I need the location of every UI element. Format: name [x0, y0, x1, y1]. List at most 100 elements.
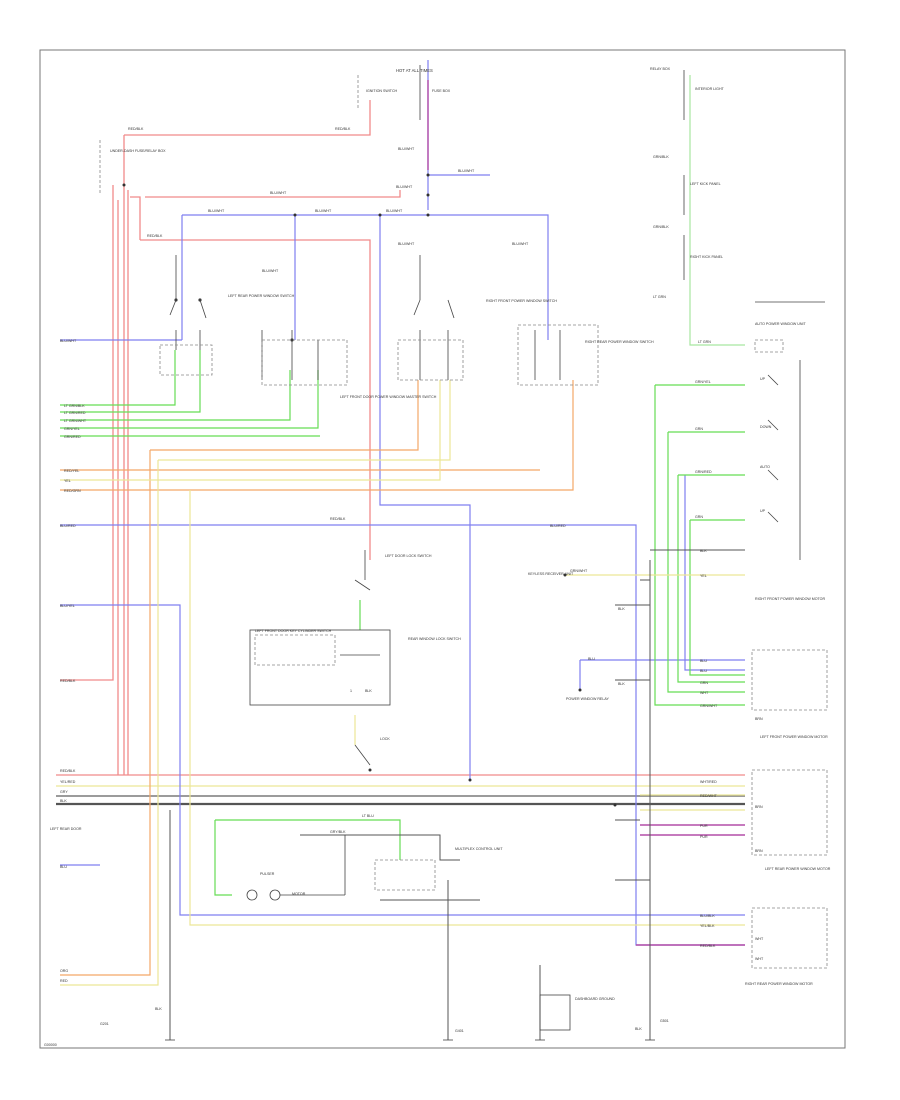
label-red-grn: RED/GRN [64, 489, 81, 493]
label-blk-6: BLK [635, 1027, 642, 1031]
label-keyless: KEYLESS RECEIVER UNIT [528, 572, 574, 576]
label-pur: PUR [700, 835, 708, 839]
label-red-blk-4: RED/BLK [60, 679, 76, 683]
label-up-1: UP [760, 377, 766, 381]
label-fuse-box: FUSE BOX [432, 89, 451, 93]
red-wires [60, 100, 401, 775]
label-lt-grn-blk: LT GRN/BLK [64, 404, 85, 408]
label-brn-r: BRN [755, 849, 763, 853]
label-right-rear-switch: RIGHT REAR POWER WINDOW SWITCH [585, 340, 654, 344]
label-rear-lock: REAR WINDOW LOCK SWITCH [408, 637, 461, 641]
label-multiplex: MULTIPLEX CONTROL UNIT [455, 847, 503, 851]
label-blu-r: BLU [700, 659, 707, 663]
label-wht-1: WHT [700, 691, 709, 695]
multiplex-unit-symbol [539, 994, 571, 1031]
label-n1: 1 [350, 689, 352, 693]
label-wht-3: WHT [755, 957, 764, 961]
right-front-switch-symbol [397, 255, 464, 381]
label-blu-wht-4: BLU/WHT [396, 185, 413, 189]
junction-dots [122, 173, 617, 807]
label-yel-red: YEL/RED [60, 780, 76, 784]
label-interior-light: INTERIOR LIGHT [695, 87, 725, 91]
label-right-front-switch: LEFT REAR POWER WINDOW SWITCH [228, 294, 295, 298]
pulser-box-symbol [246, 835, 436, 901]
label-blk-2b: BLK [365, 689, 372, 693]
label-lt-grn-wht: LT GRN/WHT [64, 419, 87, 423]
label-right-front-pw-switch: RIGHT FRONT POWER WINDOW SWITCH [486, 299, 557, 303]
yellow-wires [60, 380, 745, 986]
label-up-2: UP [760, 509, 766, 513]
label-wht-red-r: WHT/RED [700, 780, 717, 784]
label-blu-wht-2: BLU/WHT [398, 147, 415, 151]
label-red-blk-6: RED/BLK [60, 769, 76, 773]
label-blu-red-r: BLU/RED [550, 524, 566, 528]
label-grn-wht-2: GRN/WHT [700, 704, 718, 708]
label-blu-blk-r: BLU/BLK [700, 914, 715, 918]
label-left-rear-door: LEFT REAR DOOR [50, 827, 82, 831]
label-auto-unit: AUTO POWER WINDOW UNIT [755, 322, 806, 326]
label-blu-wht-r2: BLU/WHT [60, 339, 77, 343]
label-red-blk-r: RED/BLK [700, 944, 716, 948]
label-left-front-motor: LEFT FRONT POWER WINDOW MOTOR [760, 735, 828, 739]
label-blu-3: BLU [60, 865, 67, 869]
label-g401: G401 [455, 1029, 464, 1033]
text-labels: HOT AT ALL TIMES IGNITION SWITCH FUSE BO… [44, 67, 831, 1047]
label-blu-wht-7: BLU/WHT [386, 209, 403, 213]
lightgreen-wires [689, 75, 745, 346]
right-components [751, 301, 828, 969]
orange-wires [60, 380, 574, 976]
label-motor-1: MOTOR [292, 892, 306, 896]
label-red-wht-r: RED/WHT [700, 794, 718, 798]
label-grn-1: GRN [695, 427, 703, 431]
label-brn-2: BRN [755, 805, 763, 809]
label-right-front-motor: RIGHT FRONT POWER WINDOW MOTOR [755, 597, 825, 601]
label-g201: G201 [100, 1022, 109, 1026]
label-red-blk-2: RED/BLK [128, 127, 144, 131]
label-gry-blk-r: GRY/BLK [330, 830, 346, 834]
label-red-blk-1: RED/BLK [335, 127, 351, 131]
label-blk-1: BLK [618, 607, 625, 611]
label-grn-r: GRN [700, 681, 708, 685]
label-door-lock-switch: LEFT DOOR LOCK SWITCH [385, 554, 432, 558]
label-power-relay: POWER WINDOW RELAY [566, 697, 609, 701]
label-grn-blk: GRN/BLK [653, 155, 669, 159]
label-red: RED [60, 979, 68, 983]
label-pulser: PULSER [260, 872, 275, 876]
label-right-kick: RIGHT KICK PANEL [690, 255, 723, 259]
label-blu-wht-r3: BLU/WHT [262, 269, 279, 273]
label-blu-2: BLU [700, 669, 707, 673]
label-blu-wht-1: BLU/WHT [270, 191, 287, 195]
label-key-cylinder: LEFT FRONT DOOR KEY CYLINDER SWITCH [255, 629, 332, 633]
label-hot-at-all-times: HOT AT ALL TIMES [396, 68, 433, 73]
label-blk-4: BLK [60, 799, 67, 803]
label-blk-2: BLK [700, 549, 707, 553]
label-grn-red: GRN/RED [64, 435, 81, 439]
diagram-frame [39, 49, 846, 1049]
green-wires [60, 350, 745, 896]
label-wht-2: WHT [755, 937, 764, 941]
label-ignition-switch: IGNITION SWITCH [366, 89, 398, 93]
label-blu-yel: BLU/YEL [60, 604, 75, 608]
label-left-kick: LEFT KICK PANEL [690, 182, 721, 186]
label-lt-grn-r: LT GRN [698, 340, 711, 344]
label-down-1: DOWN [760, 425, 772, 429]
label-blu-wht-r4: BLU [588, 657, 595, 661]
label-left-master: LEFT FRONT DOOR POWER WINDOW MASTER SWIT… [340, 395, 437, 399]
label-gry: GRY [60, 790, 68, 794]
label-red-yel: RED/YEL [64, 469, 79, 473]
right-rear-switch-symbol [517, 324, 599, 386]
door-lock-switch-symbol [249, 550, 391, 766]
label-blu-red: BLU/RED [60, 524, 76, 528]
purple-wires [427, 80, 745, 946]
label-grn-yel-r: GRN/YEL [695, 380, 711, 384]
label-blu-wht-6: BLU/WHT [315, 209, 332, 213]
label-lt-grn-red: LT GRN/RED [64, 411, 86, 415]
label-blu-wht-5: BLU/WHT [208, 209, 225, 213]
label-yel-blk-r: YEL/BLK [700, 924, 715, 928]
label-grn-yel: GRN/YEL [64, 427, 80, 431]
label-junction-box: UNDER-DASH FUSE/RELAY BOX [110, 149, 166, 153]
label-left-rear-motor: LEFT REAR POWER WINDOW MOTOR [765, 867, 831, 871]
label-blu-wht-8: BLU/WHT [398, 242, 415, 246]
label-auto: AUTO [760, 465, 770, 469]
